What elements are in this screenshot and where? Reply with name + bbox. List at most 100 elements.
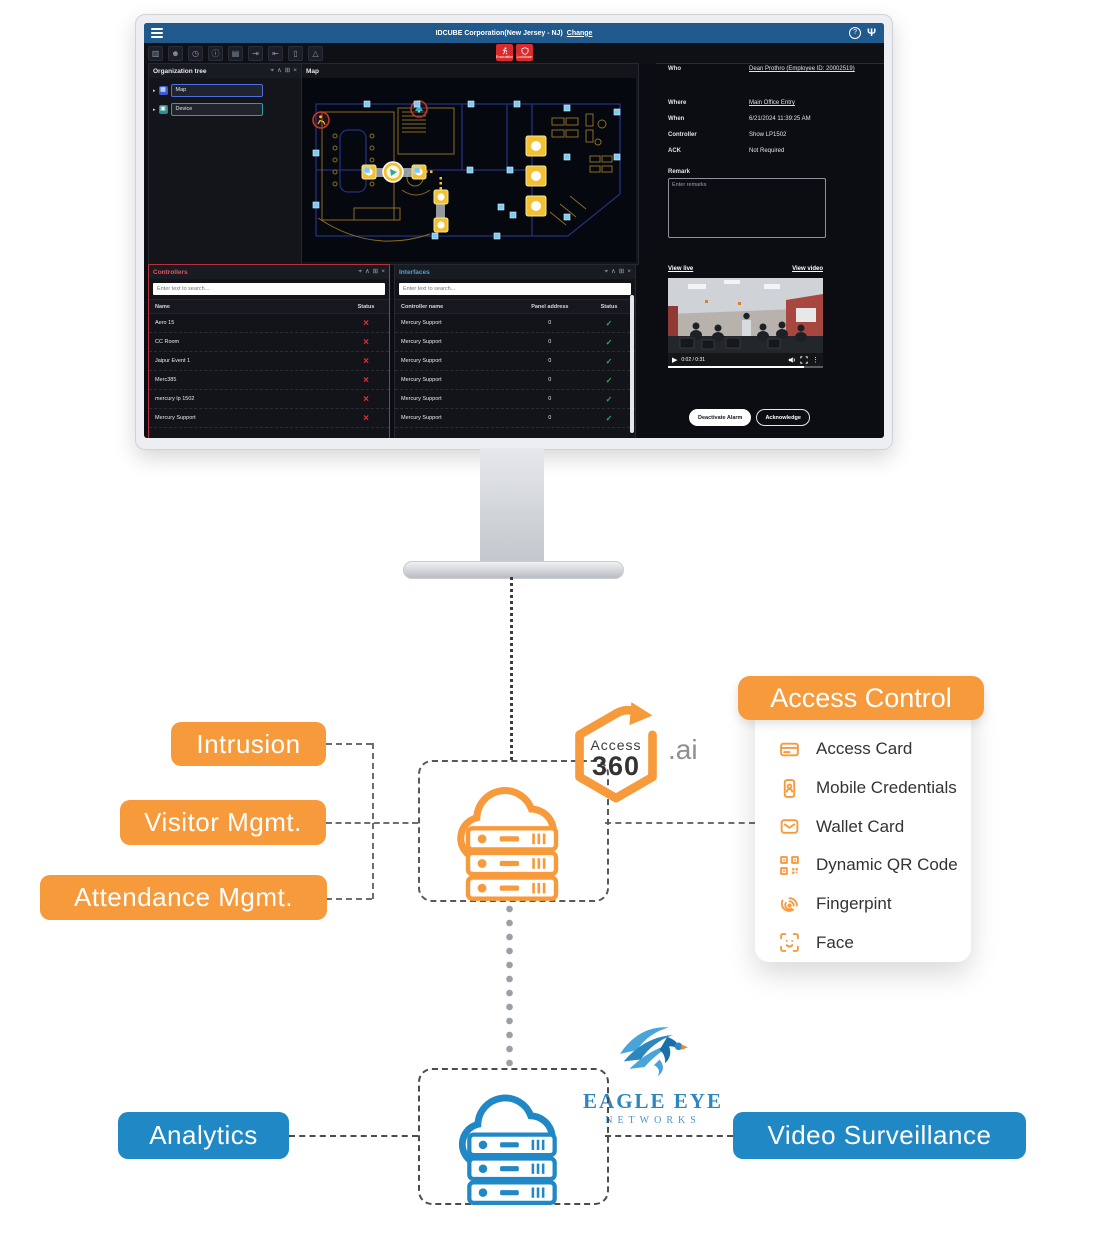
tree-item-label[interactable]: Device xyxy=(170,103,263,116)
interface-row[interactable]: Mercury Support 0 ✓ xyxy=(395,409,635,428)
expand-arrow-icon[interactable]: ▸ xyxy=(153,106,156,113)
map-panel: Map xyxy=(301,63,639,265)
maximize-icon[interactable]: ⊞ xyxy=(284,67,291,74)
offline-icon: × xyxy=(363,393,369,405)
lockdown-label: Lockdown xyxy=(516,54,533,59)
collapse-icon[interactable]: ∧ xyxy=(276,67,282,74)
remark-textarea[interactable] xyxy=(668,178,826,238)
check-out-icon[interactable]: ⇤ xyxy=(268,46,283,61)
when-label: When xyxy=(668,116,685,122)
company-title: IDCUBE Corporation(New Jersey - NJ) xyxy=(435,29,563,37)
controller-row[interactable]: Mercury Support × xyxy=(149,409,389,428)
tree-item-device[interactable]: ▸ ▣ Device xyxy=(153,103,297,116)
evacuation-button[interactable]: Evacuation xyxy=(496,44,513,61)
who-value-link[interactable]: Dean Prothro (Employee ID: 20002519) xyxy=(749,66,855,72)
hamburger-menu-icon[interactable] xyxy=(151,28,163,38)
idcube-logo-icon: Ψ xyxy=(867,27,876,39)
interface-row[interactable]: Mercury Support 0 ✓ xyxy=(395,352,635,371)
view-video-link[interactable]: View video xyxy=(792,266,823,272)
interface-row[interactable]: Mercury Support 0 ✓ xyxy=(395,333,635,352)
volume-icon[interactable] xyxy=(788,356,796,364)
tree-item-label[interactable]: Map xyxy=(170,84,263,97)
online-icon: ✓ xyxy=(605,318,613,328)
kebab-menu-icon[interactable]: ⋮ xyxy=(812,356,819,364)
close-icon[interactable]: × xyxy=(293,67,297,74)
video-controls: ▶ 0:02 / 0:31 ⋮ xyxy=(668,353,823,366)
user-icon[interactable]: ☻ xyxy=(168,46,183,61)
interfaces-search[interactable] xyxy=(399,283,631,295)
card-icon[interactable]: ▤ xyxy=(228,46,243,61)
cloud-server-icon xyxy=(458,1094,557,1206)
check-in-icon[interactable]: ⇥ xyxy=(248,46,263,61)
close-icon[interactable]: × xyxy=(381,268,385,275)
controller-row[interactable]: CC Room × xyxy=(149,333,389,352)
interfaces-search-input[interactable] xyxy=(399,286,631,292)
offline-icon: × xyxy=(363,336,369,348)
collapse-icon[interactable]: ∧ xyxy=(364,268,370,275)
when-value: 6/21/2024 11:39:25 AM xyxy=(749,116,811,122)
controllers-search-input[interactable] xyxy=(153,286,385,292)
controller-row[interactable]: mercury lp 1502 × xyxy=(149,390,389,409)
controller-row[interactable]: Merc385 × xyxy=(149,371,389,390)
controller-row[interactable]: Jaipur Event 1 × xyxy=(149,352,389,371)
tree-item-map[interactable]: ▸ ▦ Map xyxy=(153,84,297,97)
interface-name: Mercury Support xyxy=(401,320,442,326)
floor-plan[interactable] xyxy=(302,78,636,262)
pin-icon[interactable]: ⌖ xyxy=(604,268,608,275)
video-player[interactable]: ▶ 0:02 / 0:31 ⋮ xyxy=(668,278,823,368)
scrollbar[interactable] xyxy=(630,295,634,433)
connector-attendance xyxy=(326,898,372,900)
credential-icon xyxy=(779,778,800,799)
interface-row[interactable]: Mercury Support 0 ✓ xyxy=(395,390,635,409)
monitor-frame: IDCUBE Corporation(New Jersey - NJ) Chan… xyxy=(135,14,893,450)
controller-name: CC Room xyxy=(155,339,180,345)
view-live-link[interactable]: View live xyxy=(668,266,694,272)
interface-name: Mercury Support xyxy=(401,358,442,364)
help-icon[interactable]: ? xyxy=(849,27,862,39)
controllers-search[interactable] xyxy=(153,283,385,295)
connector-intrusion xyxy=(326,743,372,745)
credential-icon xyxy=(779,894,800,915)
controller-value[interactable]: Show LP1502 xyxy=(749,132,787,138)
access-control-header: Access Control xyxy=(738,676,984,720)
access-control-item: Mobile Credentials xyxy=(779,769,971,808)
interfaces-table: Mercury Support 0 ✓ Mercury Support 0 ✓ … xyxy=(395,314,635,428)
device-node-icon: ▣ xyxy=(158,105,168,114)
ack-label: ACK xyxy=(668,148,681,154)
close-icon[interactable]: × xyxy=(627,268,631,275)
where-value-link[interactable]: Main Office Entry xyxy=(749,100,795,106)
acknowledge-button[interactable]: Acknowledge xyxy=(756,409,810,426)
deactivate-alarm-button[interactable]: Deactivate Alarm xyxy=(689,409,752,426)
bell-icon[interactable]: △ xyxy=(308,46,323,61)
collapse-icon[interactable]: ∧ xyxy=(610,268,616,275)
interface-row[interactable]: Mercury Support 0 ✓ xyxy=(395,371,635,390)
play-icon[interactable]: ▶ xyxy=(672,356,678,364)
lockdown-button[interactable]: Lockdown xyxy=(516,44,533,61)
sitemap-icon[interactable]: ▥ xyxy=(148,46,163,61)
interfaces-panel: Interfaces ⌖∧⊞× Controller name Panel ad… xyxy=(394,264,636,438)
credential-icon xyxy=(779,816,800,837)
connector-cloud-accesscontrol xyxy=(605,822,755,824)
maximize-icon[interactable]: ⊞ xyxy=(372,268,379,275)
interface-row[interactable]: Mercury Support 0 ✓ xyxy=(395,314,635,333)
mobile-icon[interactable]: ▯ xyxy=(288,46,303,61)
fullscreen-icon[interactable] xyxy=(800,355,808,364)
offline-icon: × xyxy=(363,412,369,424)
credential-icon xyxy=(779,855,800,876)
info-icon[interactable]: ⓘ xyxy=(208,46,223,61)
eagleeye-cloud-box xyxy=(418,1068,609,1206)
connector-clouds-dotted xyxy=(506,902,513,1066)
maximize-icon[interactable]: ⊞ xyxy=(618,268,625,275)
controllers-title: Controllers xyxy=(153,268,188,276)
pin-icon[interactable]: ⌖ xyxy=(358,268,362,275)
online-icon: ✓ xyxy=(605,375,613,385)
pin-icon[interactable]: ⌖ xyxy=(270,67,274,74)
panel-address: 0 xyxy=(548,415,552,421)
connector-analytics xyxy=(289,1135,418,1137)
clock-icon[interactable]: ◷ xyxy=(188,46,203,61)
evacuation-label: Evacuation xyxy=(495,54,514,59)
controller-row[interactable]: Aero 15 × xyxy=(149,314,389,333)
expand-arrow-icon[interactable]: ▸ xyxy=(153,87,156,94)
change-link[interactable]: Change xyxy=(566,29,593,37)
video-progress-bar[interactable] xyxy=(668,366,823,368)
